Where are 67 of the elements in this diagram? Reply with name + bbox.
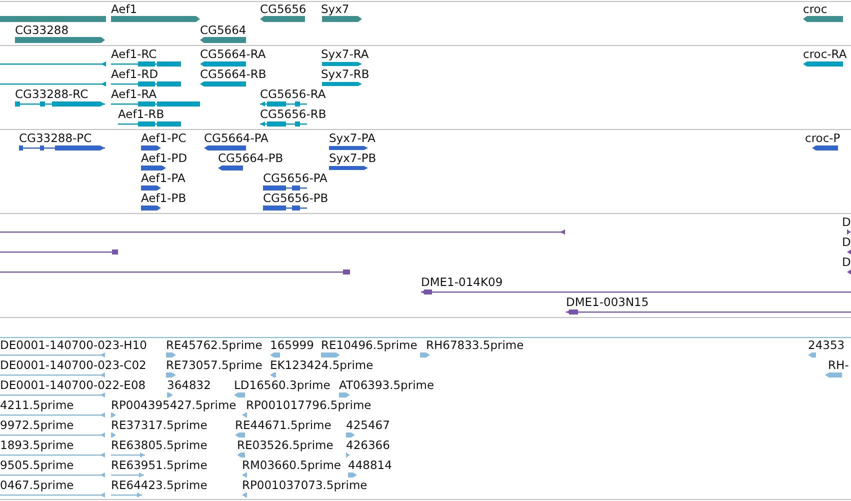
feature-label: D	[842, 235, 851, 249]
feature-label: CG5656-PA	[263, 171, 328, 185]
feature-label: DE0001-140700-023-C02	[0, 358, 146, 372]
feature-label: Syx7-RB	[321, 67, 370, 81]
feature-label: croc-P	[805, 131, 840, 145]
feature-label: RE63805.5prime	[111, 438, 208, 452]
feature-label: LD16560.3prime	[234, 378, 330, 392]
feature-label: CG5656-RA	[260, 87, 326, 101]
feature-label: RE64423.5prime	[111, 478, 208, 492]
feature-label: AT06393.5prime	[339, 378, 434, 392]
feature-label: CG5656-PB	[263, 191, 328, 205]
feature-label: DE0001-140700-022-E08	[0, 378, 146, 392]
feature-label: 24353	[808, 338, 845, 352]
feature-label: RH67833.5prime	[426, 338, 524, 352]
feature-label: Aef1-PA	[141, 171, 186, 185]
feature-label: RE03526.5prime	[237, 438, 334, 452]
feature-label: RH-	[828, 358, 849, 372]
feature-label: CG5664-RA	[200, 47, 266, 61]
feature-label: CG33288	[15, 23, 69, 37]
feature-label: RE45762.5prime	[166, 338, 262, 352]
feature-label: Syx7-PB	[329, 151, 376, 165]
feature-label: 9505.5prime	[0, 458, 74, 472]
feature-label: RE37317.5prime	[111, 418, 208, 432]
feature-label: D	[842, 255, 851, 269]
feature-label: croc-RA	[803, 47, 847, 61]
feature-label: Aef1	[111, 2, 138, 16]
feature-label: RP004395427.5prime	[111, 398, 236, 412]
feature-label: 448814	[348, 458, 392, 472]
feature-label: RE63951.5prime	[111, 458, 208, 472]
feature-label: DME1-014K09	[421, 275, 503, 289]
feature-label: RE73057.5prime	[166, 358, 262, 372]
feature-label: CG5656-RB	[260, 107, 326, 121]
feature-label: CG33288-RC	[15, 87, 88, 101]
feature-label: croc	[803, 2, 828, 16]
feature-label: EK123424.5prime	[270, 358, 374, 372]
feature-label: 425467	[346, 418, 390, 432]
feature-label: Syx7-RA	[321, 47, 369, 61]
feature-label: Aef1-RA	[111, 87, 157, 101]
feature-label: 9972.5prime	[0, 418, 74, 432]
feature-label: CG5656	[260, 2, 306, 16]
feature-label: Syx7-PA	[329, 131, 376, 145]
feature-label: Aef1-PB	[141, 191, 186, 205]
feature-label: RE10496.5prime	[321, 338, 418, 352]
feature-label: RM03660.5prime	[242, 458, 341, 472]
feature-label: RP001037073.5prime	[242, 478, 368, 492]
feature-label: DE0001-140700-023-H10	[0, 338, 147, 352]
feature-label: CG5664-RB	[200, 67, 266, 81]
feature-label: Syx7	[321, 2, 350, 16]
feature-label: DME1-003N15	[566, 295, 649, 309]
feature-label: RE44671.5prime	[235, 418, 332, 432]
feature-label: 165999	[270, 338, 314, 352]
feature-label: Aef1-PC	[141, 131, 186, 145]
feature-label: 4211.5prime	[0, 398, 74, 412]
feature-label: 426366	[346, 438, 390, 452]
feature-label: 1893.5prime	[0, 438, 74, 452]
feature-label: Aef1-RD	[111, 67, 158, 81]
feature-label: 364832	[167, 378, 211, 392]
feature-label: Aef1-PD	[141, 151, 188, 165]
feature-label: CG33288-PC	[19, 131, 92, 145]
feature-label: Aef1-RB	[118, 107, 164, 121]
feature-label: RP001017796.5prime	[246, 398, 372, 412]
feature-label: 0467.5prime	[0, 478, 74, 492]
feature-label: CG5664-PB	[218, 151, 284, 165]
feature-label: CG5664	[200, 23, 246, 37]
feature-label: Aef1-RC	[111, 47, 157, 61]
feature-label: D	[842, 215, 851, 229]
feature-label: CG5664-PA	[204, 131, 268, 145]
